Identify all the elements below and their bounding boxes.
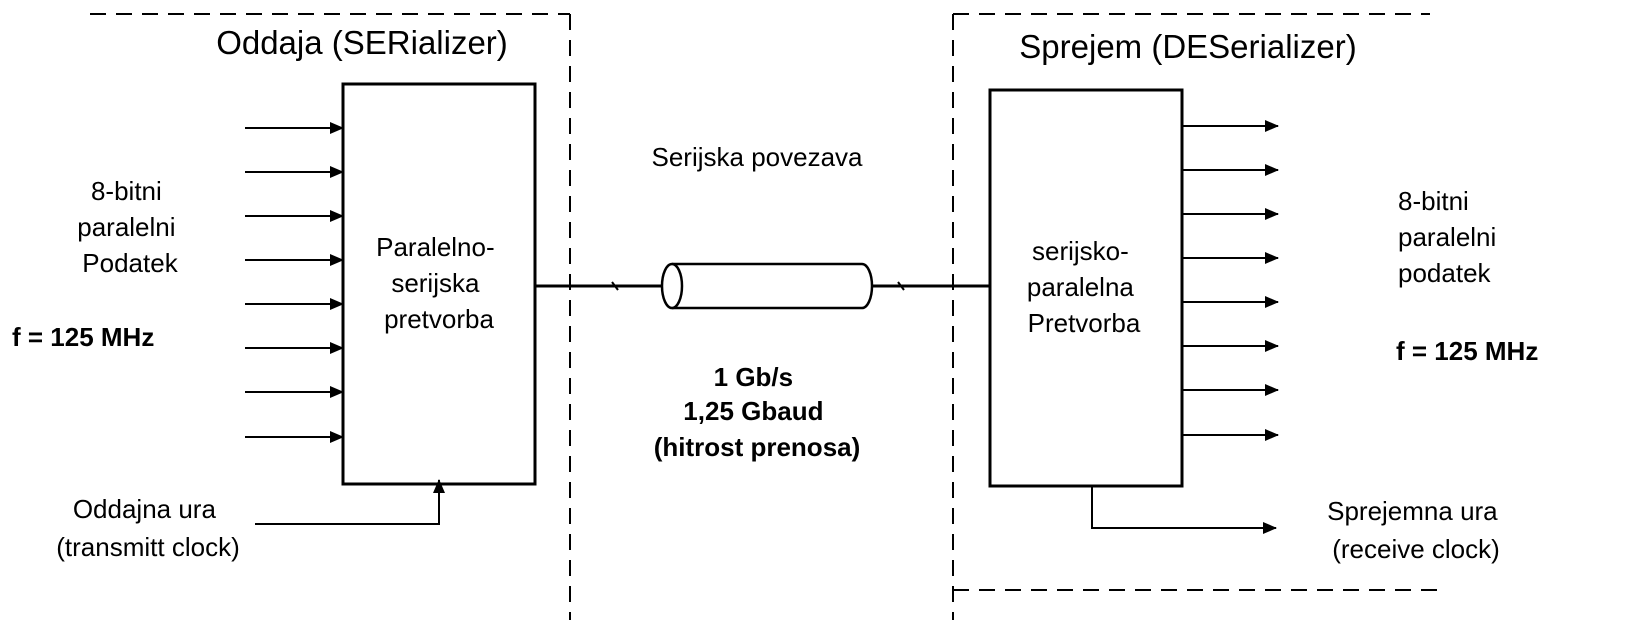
receiver-title: Sprejem (DESerializer)	[1019, 28, 1356, 65]
parallel-to-serial-block	[341, 82, 537, 486]
transmit-clock-label: Oddajna ura (transmitt clock)	[56, 494, 239, 562]
transmitter-input-label: 8-bitni paralelni Podatek	[77, 176, 183, 278]
cable-body	[672, 262, 874, 310]
transmitter-frequency: f = 125 MHz	[12, 322, 154, 352]
parallel-to-serial-label: Paralelno- serijska pretvorba	[376, 232, 502, 334]
cable-end	[660, 262, 684, 310]
transmitter-region	[90, 13, 571, 620]
serial-to-parallel-label: serijsko- paralelna Pretvorba	[1027, 236, 1141, 338]
receive-clock-line	[1091, 486, 1277, 534]
receiver-frequency: f = 125 MHz	[1396, 336, 1538, 366]
serial-to-parallel-block	[988, 88, 1184, 488]
receiver-output-arrows	[1182, 120, 1279, 441]
transmitter-title: Oddaja (SERializer)	[216, 24, 508, 61]
serial-link	[535, 262, 990, 310]
receiver-output-label: 8-bitni paralelni podatek	[1398, 186, 1504, 288]
transmitter-input-arrows	[245, 122, 344, 443]
transmit-clock-line	[255, 479, 445, 525]
serial-link-label: Serijska povezava	[652, 142, 864, 172]
receive-clock-label: Sprejemna ura (receive clock)	[1327, 496, 1505, 564]
receiver-region	[952, 13, 1440, 620]
transfer-rate: 1 Gb/s 1,25 Gbaud (hitrost prenosa)	[654, 362, 861, 462]
